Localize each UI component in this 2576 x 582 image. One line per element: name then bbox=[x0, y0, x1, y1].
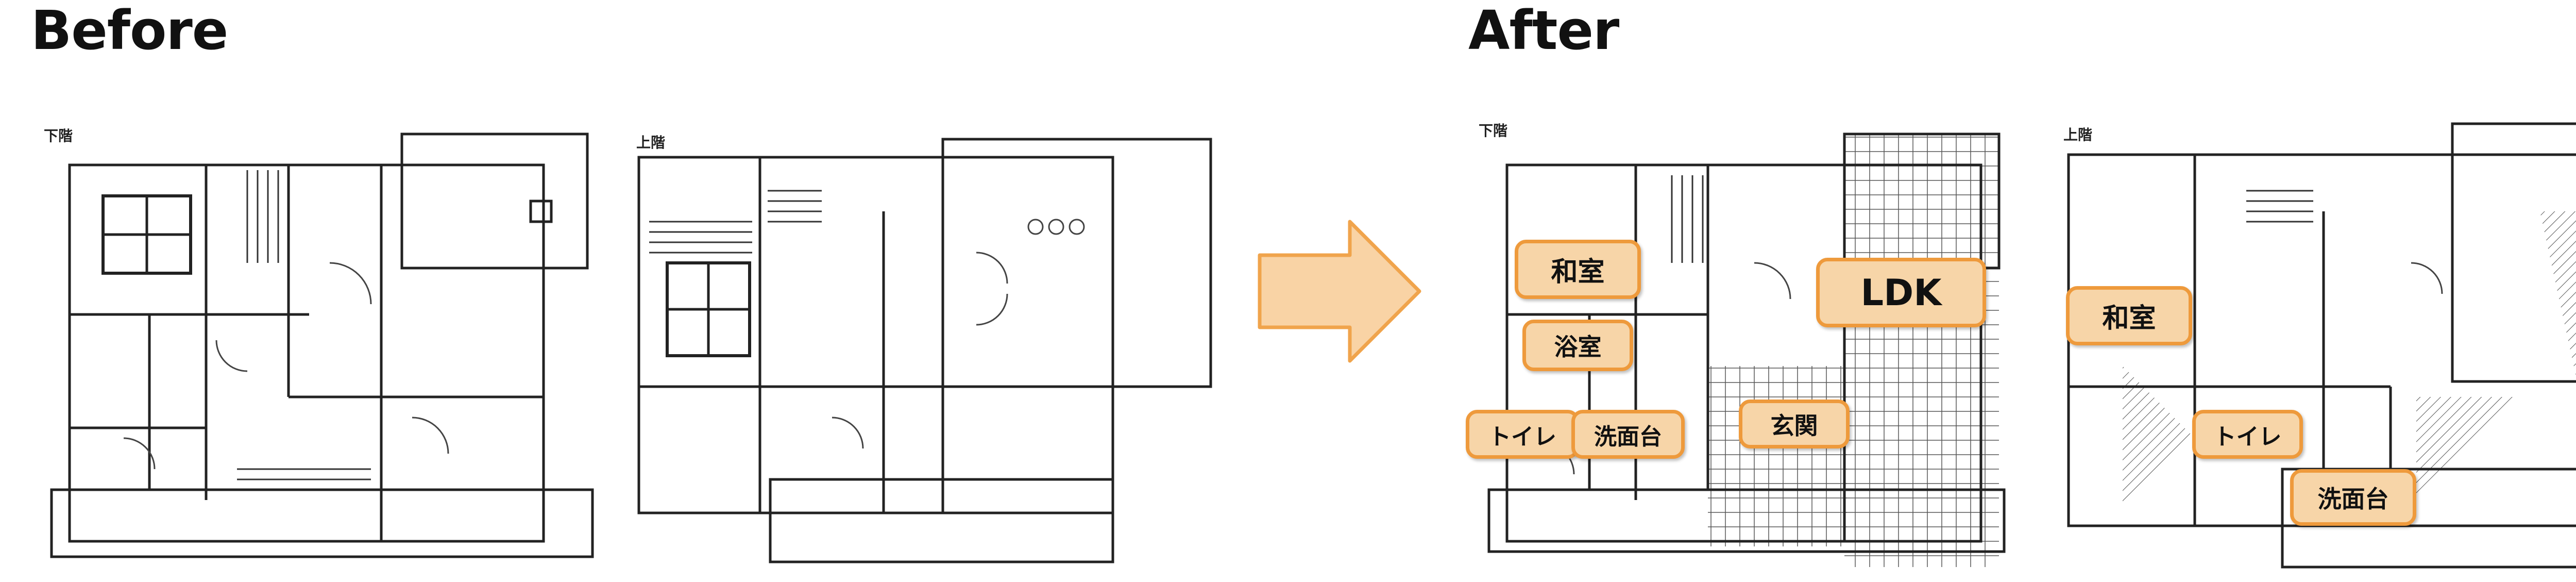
room-label-toire-upper: トイレ bbox=[2192, 410, 2303, 459]
floor-plan-drawing-after-upper bbox=[2067, 122, 2576, 569]
floor-label-lower: 下階 bbox=[44, 127, 73, 144]
after-heading: After bbox=[1468, 0, 1619, 62]
room-label-ldk: LDK bbox=[1816, 258, 1986, 327]
floor-label-upper-after: 上階 bbox=[2063, 126, 2093, 143]
right-arrow-icon bbox=[1258, 220, 1421, 363]
floor-plan-drawing-after-lower bbox=[1487, 132, 2006, 567]
after-lower-floor-plan: 下階 和室 LDK 浴室 トイレ 洗面台 bbox=[1466, 108, 2048, 575]
floor-label-upper: 上階 bbox=[636, 134, 666, 151]
room-label-yokushitsu: 浴室 bbox=[1522, 320, 1633, 371]
room-label-genkan: 玄関 bbox=[1739, 400, 1850, 448]
room-label-senmendai: 洗面台 bbox=[1571, 410, 1685, 459]
room-label-senmendai-upper: 洗面台 bbox=[2290, 469, 2416, 526]
before-heading: Before bbox=[31, 0, 228, 62]
room-label-washitsu: 和室 bbox=[1515, 240, 1641, 299]
before-lower-floor-plan: 下階 bbox=[21, 108, 603, 575]
after-upper-floor-plan: 上階 和室 トイレ 洗面台 bbox=[2056, 108, 2576, 575]
floor-label-lower-after: 下階 bbox=[1479, 122, 1508, 139]
floor-plan-drawing-upper bbox=[637, 138, 1212, 563]
room-label-toire: トイレ bbox=[1466, 410, 1579, 459]
floor-plan-drawing bbox=[50, 132, 594, 558]
room-label-washitsu-upper: 和室 bbox=[2066, 286, 2192, 345]
before-upper-floor-plan: 上階 bbox=[616, 108, 1224, 575]
